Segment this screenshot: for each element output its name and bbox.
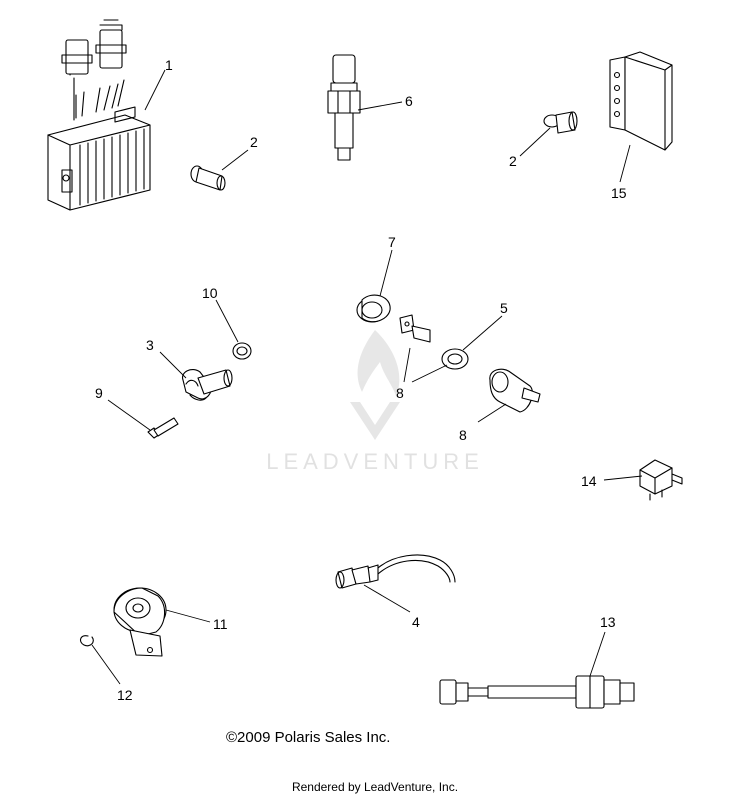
leader-10 [215,299,239,343]
leader-8a [403,347,448,383]
part-1-voltage-regulator [47,19,151,211]
part-6-sensor [327,54,361,161]
part-7-cap [356,294,391,323]
callout-13: 13 [600,614,616,630]
callout-2a: 2 [250,134,258,150]
leader-2a [221,149,249,171]
callout-4: 4 [412,614,420,630]
callout-3: 3 [146,337,154,353]
leader-6 [357,101,403,111]
leader-11 [165,609,211,623]
leader-2b [519,127,551,157]
callout-8a: 8 [396,385,404,401]
callout-1: 1 [165,57,173,73]
leader-14 [603,475,643,481]
watermark-logo: LEADVENTURE [266,330,484,474]
callout-5: 5 [500,300,508,316]
part-13-harness-adapter [439,675,635,709]
part-2-bolt-right [543,111,578,134]
callout-7: 7 [388,234,396,250]
part-2-bolt-left [190,165,226,191]
part-15-module [609,51,673,151]
callout-12: 12 [117,687,133,703]
leader-8b [477,403,507,423]
leader-5 [462,315,503,351]
part-8-switch [489,368,541,413]
leader-9 [107,399,151,431]
leader-7 [379,249,393,297]
part-5-grommet [441,348,469,370]
leader-4 [363,584,411,613]
leader-3 [159,351,187,379]
part-11-knock-sensor [113,587,167,657]
part-12-clip [79,635,94,647]
callout-10: 10 [202,285,218,301]
leader-15 [619,144,631,183]
callout-8b: 8 [459,427,467,443]
callout-9: 9 [95,385,103,401]
rendered-by-text: Rendered by LeadVenture, Inc. [291,780,459,794]
callout-14: 14 [581,473,597,489]
callout-11: 11 [213,616,228,632]
copyright-text: ©2009 Polaris Sales Inc. [226,729,391,746]
watermark-text: LEADVENTURE [266,449,484,474]
callout-2b: 2 [509,153,517,169]
leader-12 [91,644,121,685]
part-8-bracket [399,314,431,343]
callout-15: 15 [611,185,627,201]
part-3-speed-sensor [181,369,233,401]
leader-1 [144,69,166,111]
leader-13 [589,631,606,677]
part-9-bolt [147,417,179,439]
part-14-switch [639,459,683,501]
callout-6: 6 [405,93,413,109]
part-10-washer [232,342,252,360]
part-4-oxygen-sensor [335,554,456,589]
